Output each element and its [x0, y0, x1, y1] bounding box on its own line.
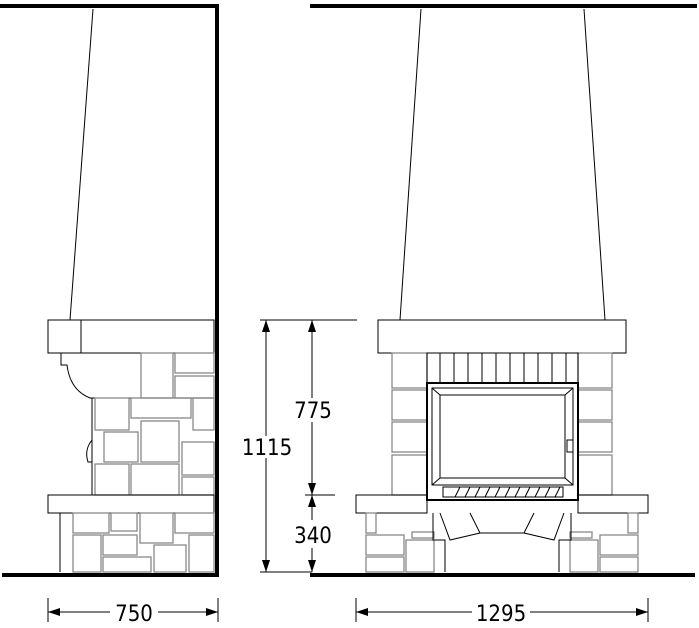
door-handle-icon: [86, 439, 93, 463]
dimension-side-width: 750: [115, 602, 153, 627]
hearth-slab: [47, 494, 215, 514]
ash-grate: [442, 486, 564, 498]
dimension-upper-height: 775: [294, 399, 332, 424]
dimension-lines: [47, 319, 649, 622]
front-view: [310, 4, 697, 577]
dimension-front-width: 1295: [476, 602, 526, 627]
firebox-frame: [426, 382, 579, 501]
louvers: [439, 353, 567, 382]
hood-edge: [69, 8, 94, 321]
side-base-stones: [72, 512, 215, 573]
front-base-stones: [365, 512, 639, 573]
side-view: [0, 4, 219, 577]
door-latch-icon: [566, 439, 574, 453]
hood-edge-right: [583, 8, 606, 321]
louver-panel: [426, 352, 579, 384]
side-stones: [94, 352, 215, 496]
hearth-slab: [355, 494, 428, 514]
mantel: [377, 319, 627, 354]
glass-panel: [439, 394, 566, 479]
mantel: [47, 319, 215, 354]
hood-edge-left: [399, 8, 422, 321]
air-intake: [432, 512, 572, 572]
corbel: [60, 353, 92, 399]
wall-outline: [0, 4, 219, 577]
dimension-lower-height: 340: [294, 524, 332, 549]
dimension-total-height: 1115: [242, 436, 292, 461]
